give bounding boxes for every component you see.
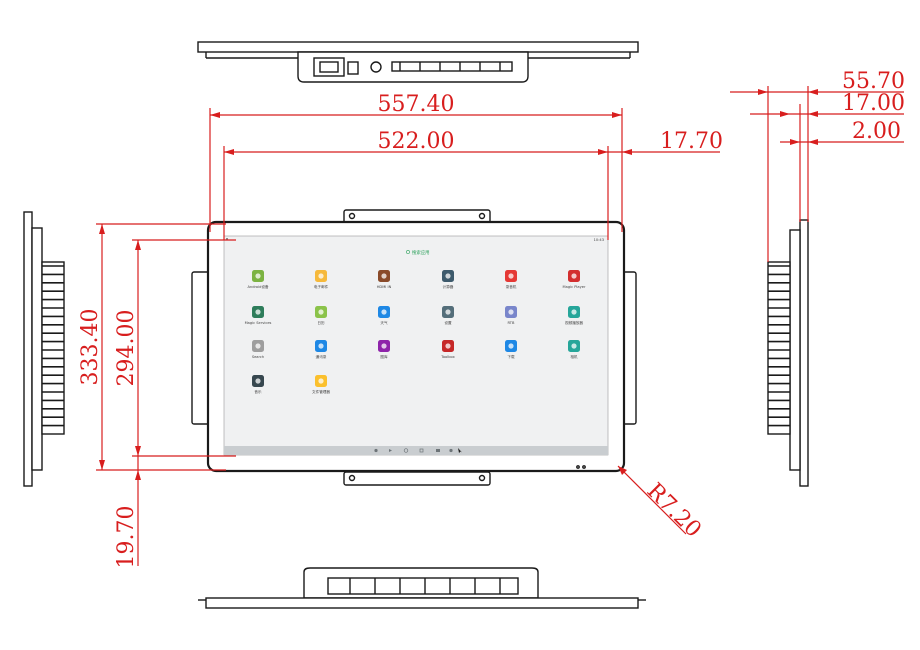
app-label: 天气	[380, 320, 388, 325]
dimension-overall-width: 557.40	[209, 92, 623, 232]
status-time: 10:43	[594, 238, 604, 242]
overall-height-label: 333.40	[78, 309, 103, 386]
app-label: 日历	[317, 321, 325, 325]
app-label: 计算器	[443, 284, 454, 289]
app-label: Magic Services	[245, 321, 272, 325]
side-margin-label: 17.70	[660, 129, 723, 154]
app-12[interactable]: Search	[252, 340, 264, 359]
app-2[interactable]: HDMI IN	[377, 270, 392, 289]
app-grid: Android设备 电子邮件 HDMI IN 计算器 录音机 Magic PlayerMa…	[245, 270, 586, 394]
left-heatsink-fins	[42, 265, 64, 427]
navigation-bar	[224, 446, 608, 455]
app-17[interactable]: 相机	[568, 340, 580, 359]
front-view: 10:43 搜索应用 Android设备 电子邮件 HDMI IN 计算器 录音机 Mag…	[191, 209, 637, 486]
app-19[interactable]: 文件管理器	[312, 375, 330, 394]
app-3[interactable]: 计算器	[442, 270, 454, 289]
dimension-side-margin: 17.70	[608, 129, 723, 155]
app-label: 文件管理器	[312, 389, 330, 394]
dimension-overall-height: 333.40	[78, 223, 226, 471]
status-bar: 10:43	[226, 238, 604, 242]
search-label: 搜索应用	[412, 249, 430, 256]
bottom-margin-label: 19.70	[114, 506, 139, 569]
app-14[interactable]: 图库	[378, 340, 390, 359]
nav-icons	[374, 448, 462, 453]
bottom-view	[198, 567, 646, 609]
app-label: HDMI IN	[377, 285, 392, 289]
dimension-bottom-margin: 19.70	[114, 456, 141, 568]
app-label: 通讯录	[316, 354, 327, 359]
app-label: Toolbox	[440, 355, 455, 359]
app-15[interactable]: Toolbox	[440, 340, 456, 359]
app-label: 相机	[570, 354, 578, 359]
app-16[interactable]: 下载	[505, 340, 517, 359]
app-4[interactable]: 录音机	[505, 270, 517, 289]
right-heatsink-fins	[768, 265, 790, 427]
left-side-view	[23, 211, 65, 487]
screen	[223, 235, 609, 456]
app-10[interactable]: RTB	[505, 306, 517, 325]
app-label: Magic Player	[563, 285, 586, 289]
app-label: 视频播放器	[565, 320, 583, 325]
dimension-screen-width: 522.00	[223, 129, 609, 240]
depth-2-label: 2.00	[852, 119, 901, 144]
app-9[interactable]: 设置	[442, 306, 454, 325]
app-1[interactable]: 电子邮件	[314, 270, 329, 289]
screen-width-label: 522.00	[378, 129, 455, 154]
screen-height-label: 294.00	[114, 310, 139, 387]
app-11[interactable]: 视频播放器	[565, 306, 583, 325]
app-18[interactable]: 音乐	[252, 375, 264, 394]
app-label: 下载	[507, 354, 515, 359]
dimension-depth: 55.70 17.00 2.00	[730, 69, 905, 262]
corner-radius-label: R7.20	[642, 479, 706, 543]
app-label: Android设备	[247, 284, 268, 289]
app-label: 录音机	[506, 284, 517, 289]
app-0[interactable]: Android设备	[247, 270, 269, 289]
dimension-screen-height: 294.00	[114, 239, 236, 457]
app-label: 电子邮件	[314, 284, 329, 289]
search-bar[interactable]: 搜索应用	[406, 249, 430, 256]
app-label: 音乐	[254, 389, 262, 394]
app-label: 设置	[444, 320, 452, 325]
depth-17-label: 17.00	[842, 91, 905, 116]
depth-total-label: 55.70	[842, 69, 905, 94]
app-label: 图库	[380, 354, 388, 359]
app-13[interactable]: 通讯录	[315, 340, 327, 359]
overall-width-label: 557.40	[378, 92, 455, 117]
app-5[interactable]: Magic Player	[563, 270, 586, 289]
top-view	[197, 41, 639, 83]
dimension-corner-radius: R7.20	[617, 465, 706, 543]
app-label: RTB	[508, 321, 515, 325]
app-8[interactable]: 天气	[378, 306, 390, 325]
app-7[interactable]: 日历	[315, 306, 327, 325]
app-6[interactable]: Magic Services	[245, 306, 272, 325]
app-label: Search	[252, 355, 264, 359]
right-side-view	[767, 219, 809, 487]
